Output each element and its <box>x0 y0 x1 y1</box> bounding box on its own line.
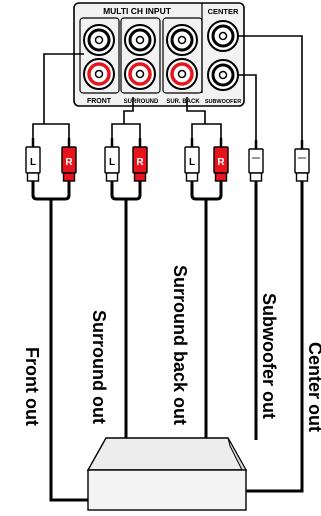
source-device <box>86 437 248 511</box>
center-jack[interactable] <box>207 20 239 52</box>
jack-group-sur-back <box>162 17 203 94</box>
surround-back-out-label: Surround back out <box>170 265 190 425</box>
sur-back-l-plug: L <box>184 138 200 182</box>
multi-ch-input-panel: MULTI CH INPUT CENTER <box>73 2 245 107</box>
sur-back-r-jack[interactable] <box>166 58 198 90</box>
front-label: FRONT <box>87 98 112 105</box>
sur-back-r-letter: R <box>217 157 225 168</box>
panel-title: MULTI CH INPUT <box>103 6 172 16</box>
output-cables <box>31 181 304 502</box>
center-label: CENTER <box>208 7 239 16</box>
sur-back-r-plug: R <box>213 138 229 182</box>
device-front-face <box>87 469 247 511</box>
center-plug <box>294 140 310 182</box>
front-r-letter: R <box>65 157 73 168</box>
front-r-plug: R <box>61 138 77 182</box>
front-l-plug: L <box>25 138 41 182</box>
front-l-letter: L <box>30 157 36 168</box>
center-out-label: Center out <box>305 342 321 432</box>
subwoofer-jack[interactable] <box>207 59 239 91</box>
front-r-jack[interactable] <box>83 58 115 90</box>
surround-label: SURROUND <box>124 99 159 105</box>
front-out-label: Front out <box>22 347 42 426</box>
subwoofer-out-label: Subwoofer out <box>259 293 279 419</box>
front-l-jack[interactable] <box>83 24 115 56</box>
surround-l-plug: L <box>104 138 120 182</box>
sur-back-label: SUR. BACK <box>166 99 200 105</box>
jack-group-surround <box>120 17 161 94</box>
surround-r-plug: R <box>132 138 148 182</box>
sur-back-l-letter: L <box>189 157 195 168</box>
surround-r-letter: R <box>136 157 144 168</box>
surround-r-jack[interactable] <box>124 58 156 90</box>
panel-to-plug-wires <box>32 35 303 148</box>
surround-l-jack[interactable] <box>124 24 156 56</box>
subwoofer-label: SUBWOOFER <box>205 99 241 105</box>
surround-l-letter: L <box>109 157 115 168</box>
device-top-face <box>86 437 248 471</box>
surround-out-label: Surround out <box>89 310 109 424</box>
sur-back-l-jack[interactable] <box>166 24 198 56</box>
jack-group-front <box>79 17 120 94</box>
subwoofer-plug <box>248 140 264 182</box>
